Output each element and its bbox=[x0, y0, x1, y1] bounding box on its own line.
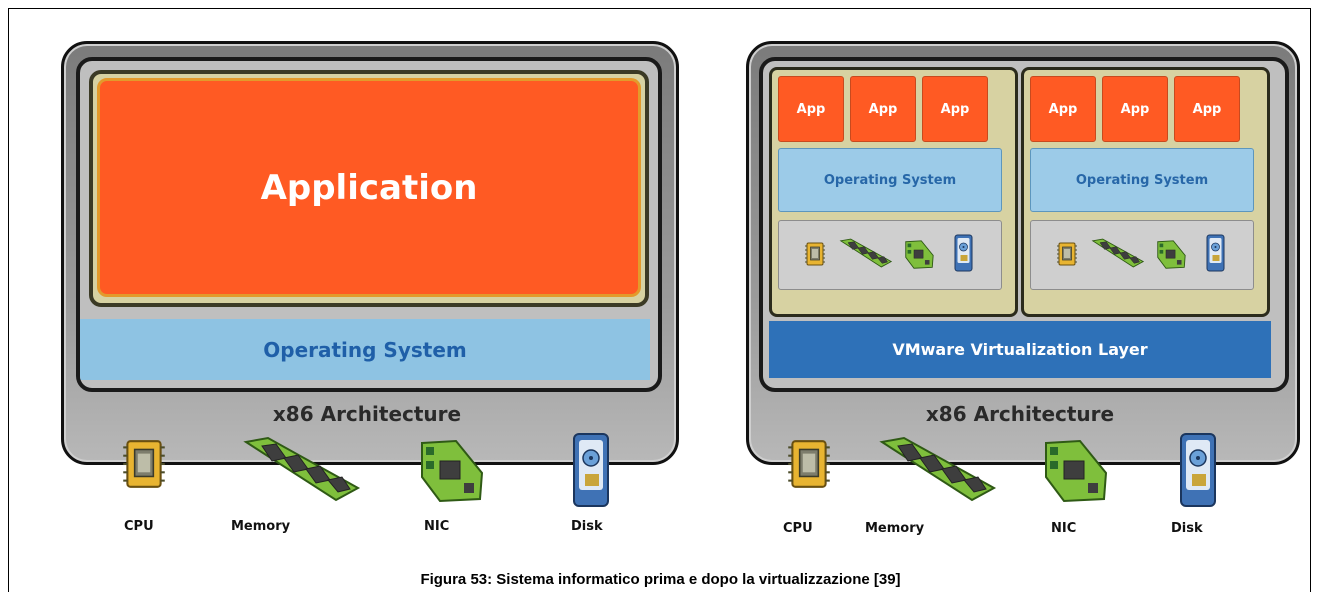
vm1-nic-icon bbox=[903, 239, 935, 271]
vmware-virtualization-layer: VMware Virtualization Layer bbox=[769, 321, 1271, 378]
vm1-virtual-hardware bbox=[778, 220, 1002, 290]
left-architecture-label: x86 Architecture bbox=[272, 402, 462, 426]
right-disk-icon bbox=[1177, 429, 1221, 511]
vm2-nic-icon bbox=[1155, 239, 1187, 271]
right-system-panel: App App App Operating System App App App… bbox=[759, 57, 1289, 392]
vm2-cpu-icon bbox=[1057, 241, 1077, 267]
vm1-disk-icon bbox=[953, 233, 975, 273]
left-nic-icon bbox=[416, 437, 486, 507]
vm-2: App App App Operating System bbox=[1021, 67, 1270, 317]
left-memory-label: Memory bbox=[231, 519, 291, 534]
application-block: Application bbox=[97, 78, 641, 297]
left-nic-label: NIC bbox=[424, 519, 450, 534]
right-nic-icon bbox=[1040, 437, 1110, 507]
left-system-panel: Application Operating System bbox=[76, 57, 662, 392]
vm1-app-1: App bbox=[778, 76, 844, 142]
left-application-frame: Application bbox=[89, 70, 649, 307]
vm1-app-3: App bbox=[922, 76, 988, 142]
right-nic-label: NIC bbox=[1051, 521, 1077, 536]
right-memory-icon bbox=[878, 433, 998, 505]
left-memory-icon bbox=[242, 433, 362, 505]
right-cpu-icon bbox=[788, 437, 830, 491]
left-cpu-icon bbox=[123, 437, 165, 491]
vm2-operating-system: Operating System bbox=[1030, 148, 1254, 212]
left-disk-label: Disk bbox=[571, 519, 603, 534]
figure-frame: Application Operating System x86 Archite… bbox=[8, 8, 1311, 592]
vm2-disk-icon bbox=[1205, 233, 1227, 273]
vm2-virtual-hardware bbox=[1030, 220, 1254, 290]
right-disk-label: Disk bbox=[1171, 521, 1203, 536]
vm2-app-3: App bbox=[1174, 76, 1240, 142]
vm2-app-1: App bbox=[1030, 76, 1096, 142]
vm-1: App App App Operating System bbox=[769, 67, 1018, 317]
left-cpu-label: CPU bbox=[124, 519, 154, 534]
vm1-operating-system: Operating System bbox=[778, 148, 1002, 212]
right-cpu-label: CPU bbox=[783, 521, 813, 536]
vm2-memory-icon bbox=[1091, 237, 1145, 269]
left-disk-icon bbox=[570, 429, 614, 511]
vm1-memory-icon bbox=[839, 237, 893, 269]
figure-caption: Figura 53: Sistema informatico prima e d… bbox=[420, 571, 901, 588]
vm1-app-2: App bbox=[850, 76, 916, 142]
right-architecture-label: x86 Architecture bbox=[925, 402, 1115, 426]
left-os-layer: Operating System bbox=[80, 319, 650, 380]
vm2-app-2: App bbox=[1102, 76, 1168, 142]
vm1-cpu-icon bbox=[805, 241, 825, 267]
right-memory-label: Memory bbox=[865, 521, 925, 536]
